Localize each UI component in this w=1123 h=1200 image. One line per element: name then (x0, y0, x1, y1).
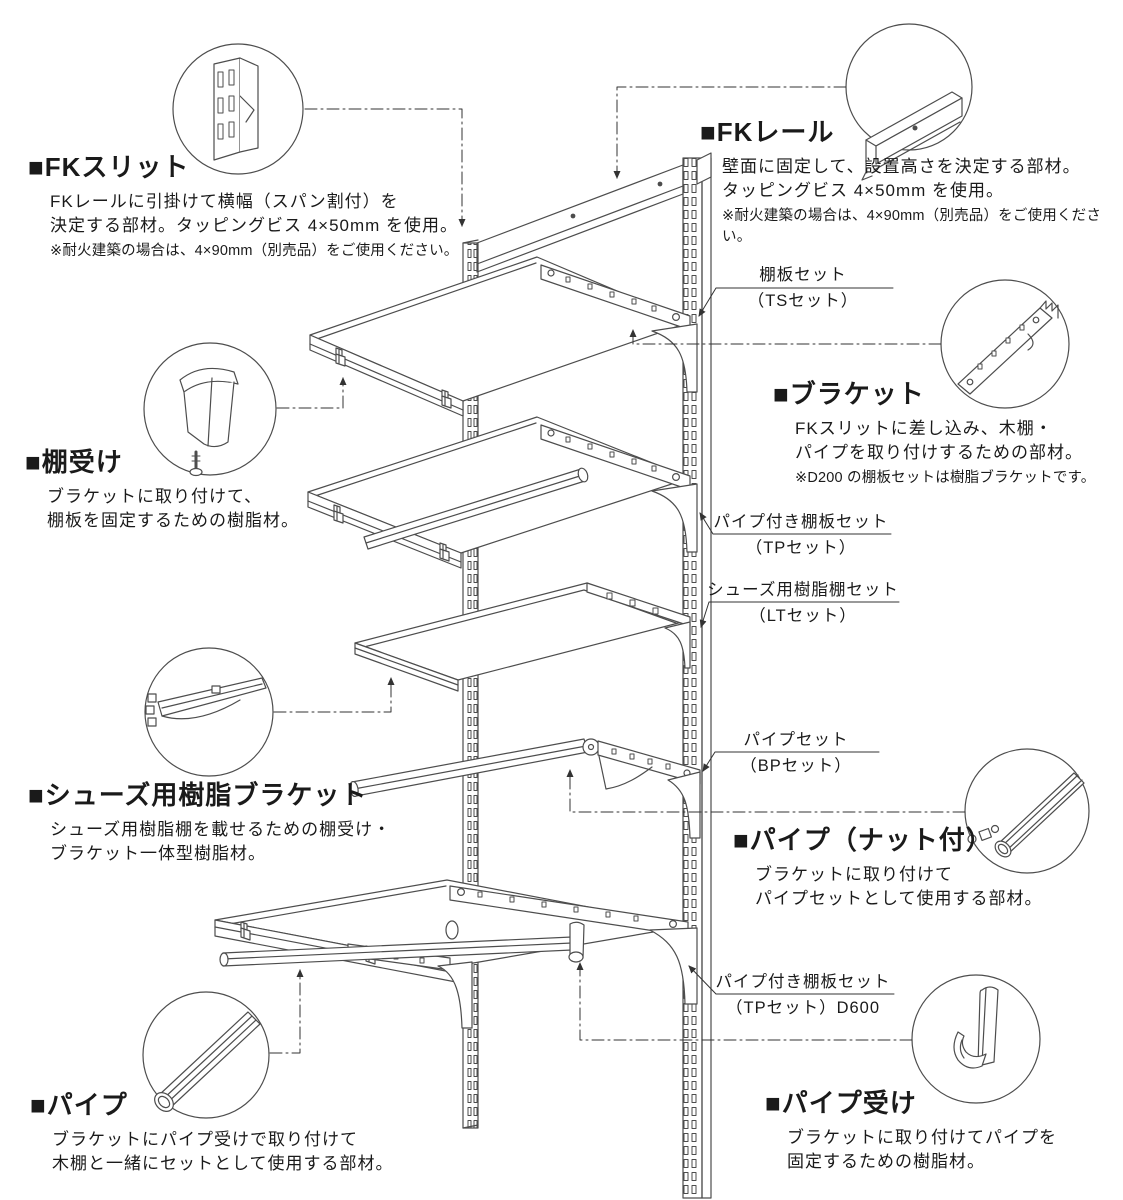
label-ts-set: 棚板セット （TSセット） (713, 262, 893, 314)
pipe-nut-callout (964, 748, 1090, 874)
section-tanauke: ■棚受け ブラケットに取り付けて、 棚板を固定するための樹脂材。 (25, 447, 299, 533)
section-desc-line: ブラケットに取り付けて (755, 864, 953, 884)
pipe-holder-callout (911, 974, 1041, 1104)
label-bp-set: パイプセット （BPセット） (712, 727, 880, 779)
label-line: シューズ用樹脂棚セット (707, 581, 899, 599)
shelf-tp600 (214, 879, 698, 1029)
label-line: （TPセット）D600 (725, 999, 881, 1017)
label-line: 棚板セット (759, 266, 847, 284)
callout-leader-lines (269, 86, 966, 1054)
fk-rail-callout (845, 23, 973, 181)
section-desc-line: タッピングビス 4×50mm を使用。 (722, 180, 1005, 200)
section-desc-line: 固定するための樹脂材。 (787, 1151, 985, 1171)
shelf-clip-callout (143, 342, 277, 477)
section-desc-line: ブラケットにパイプ受けで取り付けて (52, 1129, 358, 1149)
section-title: ■パイプ受け (765, 1088, 917, 1118)
section-desc-line: 棚板を固定するための樹脂材。 (47, 510, 299, 530)
label-line: （LTセット） (749, 607, 857, 625)
section-desc-line: シューズ用樹脂棚を載せるための棚受け・ (50, 819, 392, 839)
section-note: ※耐火建築の場合は、4×90mm（別売品）をご使用ください。 (50, 242, 459, 259)
section-title: ■パイプ（ナット付） (733, 825, 993, 855)
bracket-callout (940, 279, 1070, 409)
label-line: パイプ付き棚板セット (713, 513, 889, 531)
section-title: ■FKスリット (28, 152, 190, 182)
label-line: パイプ付き棚板セット (715, 973, 891, 991)
shelf-tp (307, 416, 698, 569)
section-desc-line: ブラケットに取り付けてパイプを (787, 1127, 1057, 1147)
section-title: ■棚受け (25, 447, 123, 477)
section-title: ■ブラケット (773, 379, 925, 409)
section-desc-line: 壁面に固定して、設置高さを決定する部材。 (722, 156, 1081, 176)
label-line: パイプセット (743, 731, 849, 749)
shelf-lt (354, 582, 691, 692)
fk-slit-callout (172, 43, 304, 175)
section-title: ■パイプ (30, 1090, 128, 1120)
section-pipe-nut: ■パイプ（ナット付） ブラケットに取り付けて パイプセットとして使用する部材。 (733, 825, 1043, 911)
label-leader-lines (688, 287, 900, 995)
label-lt-set: シューズ用樹脂棚セット （LTセット） (706, 577, 900, 629)
label-line: （TSセット） (747, 292, 859, 310)
fk-rail-hook-tab (696, 152, 712, 185)
right-slit-rail (682, 152, 712, 1199)
section-title: ■FKレール (700, 117, 835, 147)
shelf-bp (349, 738, 701, 839)
label-line: （TPセット） (745, 539, 857, 557)
section-desc-line: 決定する部材。タッピングビス 4×50mm を使用。 (50, 215, 459, 235)
section-bracket: ■ブラケット FKスリットに差し込み、木棚・ パイプを取り付けするための部材。 … (773, 379, 1096, 489)
label-line: （BPセット） (740, 757, 852, 775)
section-desc-line: パイプセットとして使用する部材。 (755, 888, 1043, 908)
pipe-holder-on-bracket (568, 921, 585, 963)
section-desc-line: ブラケットに取り付けて、 (47, 486, 263, 506)
section-desc-line: 木棚と一緒にセットとして使用する部材。 (52, 1153, 394, 1173)
label-tp600-set: パイプ付き棚板セット （TPセット）D600 (713, 969, 893, 1021)
section-fk-rail: ■FKレール 壁面に固定して、設置高さを決定する部材。 タッピングビス 4×50… (700, 117, 1123, 248)
pipe-callout (142, 991, 270, 1119)
shoe-bracket-callout (144, 647, 274, 777)
tp-pipe (363, 467, 589, 550)
section-desc-line: パイプを取り付けするための部材。 (795, 442, 1083, 462)
section-note: ※耐火建築の場合は、4×90mm（別売品）をご使用ください。 (722, 207, 1102, 245)
section-fk-slit: ■FKスリット FKレールに引掛けて横幅（スパン割付）を 決定する部材。タッピン… (28, 152, 459, 262)
section-title: ■シューズ用樹脂ブラケット (28, 780, 368, 810)
section-desc-line: FKスリットに差し込み、木棚・ (795, 418, 1053, 438)
fk-rail-bar (476, 164, 684, 273)
section-shoes-bracket: ■シューズ用樹脂ブラケット シューズ用樹脂棚を載せるための棚受け・ ブラケット一… (28, 780, 392, 866)
tp600-pipe (219, 921, 585, 967)
label-tp-set: パイプ付き棚板セット （TPセット） (710, 509, 892, 561)
section-note: ※D200 の棚板セットは樹脂ブラケットです。 (795, 469, 1096, 486)
section-desc-line: FKレールに引掛けて横幅（スパン割付）を (50, 191, 399, 211)
shelf-ts (309, 256, 698, 417)
section-desc-line: ブラケット一体型樹脂材。 (50, 843, 266, 863)
section-pipe-uke: ■パイプ受け ブラケットに取り付けてパイプを 固定するための樹脂材。 (765, 1088, 1057, 1174)
section-pipe: ■パイプ ブラケットにパイプ受けで取り付けて 木棚と一緒にセットとして使用する部… (30, 1090, 394, 1176)
